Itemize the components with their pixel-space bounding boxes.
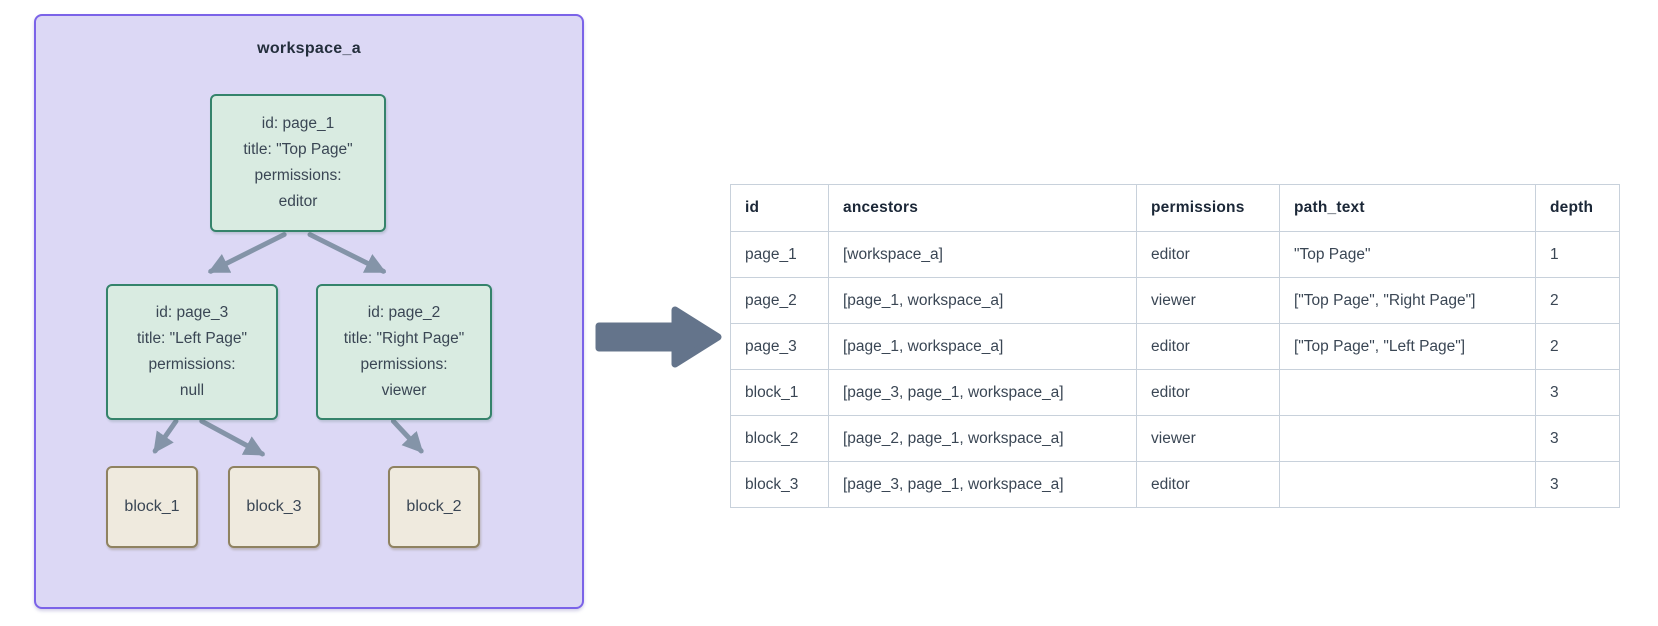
page-node-page-3: id: page_3 title: "Left Page" permission… <box>106 284 278 420</box>
cell-id: block_2 <box>730 415 829 462</box>
cell-path-text: ["Top Page", "Left Page"] <box>1279 323 1536 370</box>
page-permissions-label: permissions: <box>148 356 236 373</box>
cell-ancestors: [page_3, page_1, workspace_a] <box>828 461 1137 508</box>
cell-ancestors: [workspace_a] <box>828 231 1137 278</box>
cell-permissions: editor <box>1136 231 1280 278</box>
cell-id: page_3 <box>730 323 829 370</box>
result-table: id ancestors permissions path_text depth… <box>730 184 1620 508</box>
cell-path-text <box>1279 461 1536 508</box>
page-title-line: title: "Right Page" <box>343 330 465 347</box>
cell-id: page_2 <box>730 277 829 324</box>
cell-depth: 3 <box>1535 461 1620 508</box>
cell-ancestors: [page_2, page_1, workspace_a] <box>828 415 1137 462</box>
flow-arrow-icon <box>595 306 722 368</box>
cell-depth: 2 <box>1535 277 1620 324</box>
workspace-title: workspace_a <box>257 40 361 57</box>
page-id-line: id: page_3 <box>155 304 229 321</box>
table-row: page_3 [page_1, workspace_a] editor ["To… <box>730 323 1620 370</box>
table-row: block_3 [page_3, page_1, workspace_a] ed… <box>730 461 1620 508</box>
page-id-line: id: page_1 <box>261 115 335 132</box>
cell-id: block_3 <box>730 461 829 508</box>
table-row: page_2 [page_1, workspace_a] viewer ["To… <box>730 277 1620 324</box>
cell-permissions: editor <box>1136 323 1280 370</box>
result-table-container: id ancestors permissions path_text depth… <box>730 184 1620 508</box>
page-permissions-value: viewer <box>381 382 427 399</box>
page-title-line: title: "Left Page" <box>136 330 248 347</box>
cell-path-text: ["Top Page", "Right Page"] <box>1279 277 1536 324</box>
cell-id: page_1 <box>730 231 829 278</box>
table-header-row: id ancestors permissions path_text depth <box>730 184 1620 232</box>
block-label: block_2 <box>406 498 462 515</box>
cell-path-text <box>1279 369 1536 416</box>
cell-ancestors: [page_3, page_1, workspace_a] <box>828 369 1137 416</box>
page-permissions-value: null <box>179 382 205 399</box>
table-row: page_1 [workspace_a] editor "Top Page" 1 <box>730 231 1620 278</box>
column-header-permissions: permissions <box>1136 184 1280 232</box>
cell-depth: 3 <box>1535 369 1620 416</box>
page-permissions-label: permissions: <box>254 167 342 184</box>
cell-permissions: viewer <box>1136 415 1280 462</box>
column-header-depth: depth <box>1535 184 1620 232</box>
workspace-container: workspace_a id: page_1 title: "Top Page"… <box>34 14 584 609</box>
cell-id: block_1 <box>730 369 829 416</box>
cell-depth: 3 <box>1535 415 1620 462</box>
cell-path-text <box>1279 415 1536 462</box>
cell-depth: 2 <box>1535 323 1620 370</box>
block-node-block-3: block_3 <box>228 466 320 548</box>
cell-permissions: editor <box>1136 461 1280 508</box>
page-node-page-1: id: page_1 title: "Top Page" permissions… <box>210 94 386 232</box>
column-header-ancestors: ancestors <box>828 184 1137 232</box>
block-node-block-2: block_2 <box>388 466 480 548</box>
page-title-line: title: "Top Page" <box>243 141 353 158</box>
cell-permissions: editor <box>1136 369 1280 416</box>
cell-ancestors: [page_1, workspace_a] <box>828 277 1137 324</box>
page-id-line: id: page_2 <box>367 304 441 321</box>
cell-depth: 1 <box>1535 231 1620 278</box>
block-node-block-1: block_1 <box>106 466 198 548</box>
cell-permissions: viewer <box>1136 277 1280 324</box>
cell-ancestors: [page_1, workspace_a] <box>828 323 1137 370</box>
block-label: block_3 <box>246 498 302 515</box>
table-row: block_2 [page_2, page_1, workspace_a] vi… <box>730 415 1620 462</box>
block-label: block_1 <box>124 498 180 515</box>
page-node-page-2: id: page_2 title: "Right Page" permissio… <box>316 284 492 420</box>
column-header-path-text: path_text <box>1279 184 1536 232</box>
table-row: block_1 [page_3, page_1, workspace_a] ed… <box>730 369 1620 416</box>
cell-path-text: "Top Page" <box>1279 231 1536 278</box>
column-header-id: id <box>730 184 829 232</box>
page-permissions-label: permissions: <box>360 356 448 373</box>
page-permissions-value: editor <box>278 193 318 210</box>
